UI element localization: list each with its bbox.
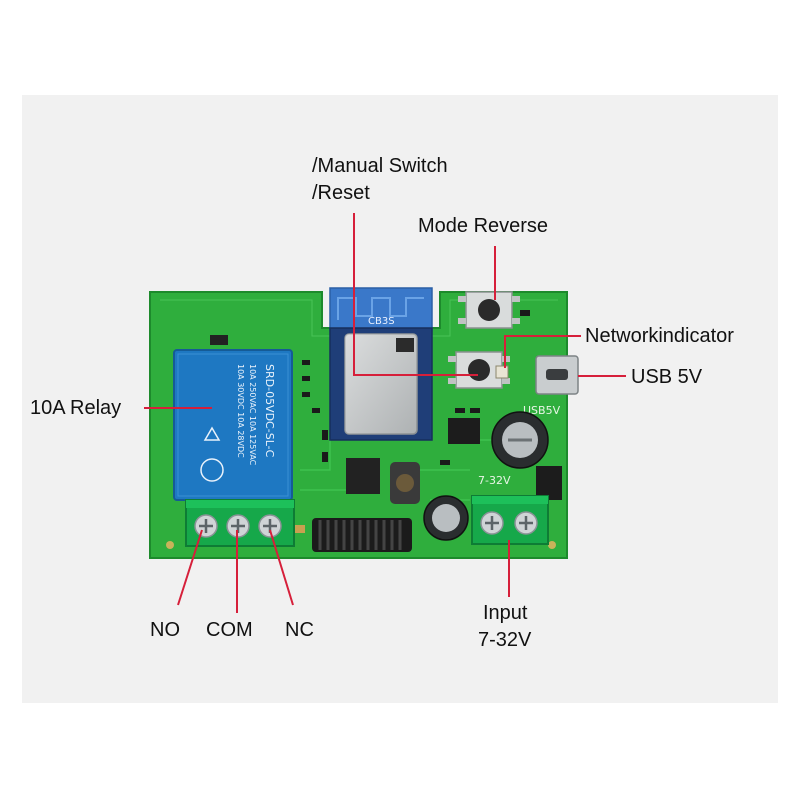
module-label: CB3S — [368, 316, 395, 327]
callout-reset: /Reset — [312, 182, 370, 204]
ic-chip — [448, 418, 480, 444]
callout-com: COM — [206, 619, 253, 641]
relay-component: SRD-05VDC-SL-C 10A 250VAC 10A 125VAC 10A… — [173, 349, 293, 501]
relay-terminal-block — [185, 499, 295, 547]
wifi-module: CB3S — [329, 287, 433, 441]
capacitor-large — [491, 411, 549, 469]
leader-no — [177, 529, 203, 606]
power-silkscreen: 7-32V — [478, 474, 511, 487]
leader-manual-switch — [353, 213, 478, 376]
callout-nc: NC — [285, 619, 314, 641]
callout-input-range: 7-32V — [478, 629, 532, 651]
callout-mode-reverse: Mode Reverse — [418, 215, 549, 237]
callout-network-indicator: Networkindicator — [585, 325, 734, 347]
ic-chip — [536, 466, 562, 500]
relay-rating-line-1: 10A 250VAC 10A 125VAC — [248, 364, 257, 466]
relay-rating-line-2: 10A 30VDC 10A 28VDC — [236, 364, 245, 458]
leader-network-indicator — [504, 335, 581, 368]
antenna-coil — [312, 518, 412, 552]
callout-input: Input — [483, 602, 528, 624]
input-terminal-block: 7-32V — [471, 474, 549, 545]
network-indicator-led — [495, 365, 509, 379]
inductor — [390, 462, 420, 504]
callout-10a-relay: 10A Relay — [30, 397, 122, 419]
capacitor-small — [423, 495, 469, 541]
callout-usb-5v: USB 5V — [631, 366, 703, 388]
relay-model-label: SRD-05VDC-SL-C — [263, 364, 276, 458]
callout-leader-lines — [144, 213, 626, 613]
callout-manual-switch: /Manual Switch — [312, 155, 448, 177]
voltage-regulator — [346, 458, 380, 494]
mode-reverse-button — [458, 291, 520, 329]
usb-silkscreen: USB5V — [523, 404, 561, 417]
callout-no: NO — [150, 619, 180, 641]
usb-port: USB5V — [523, 355, 579, 417]
leader-nc — [269, 529, 294, 606]
